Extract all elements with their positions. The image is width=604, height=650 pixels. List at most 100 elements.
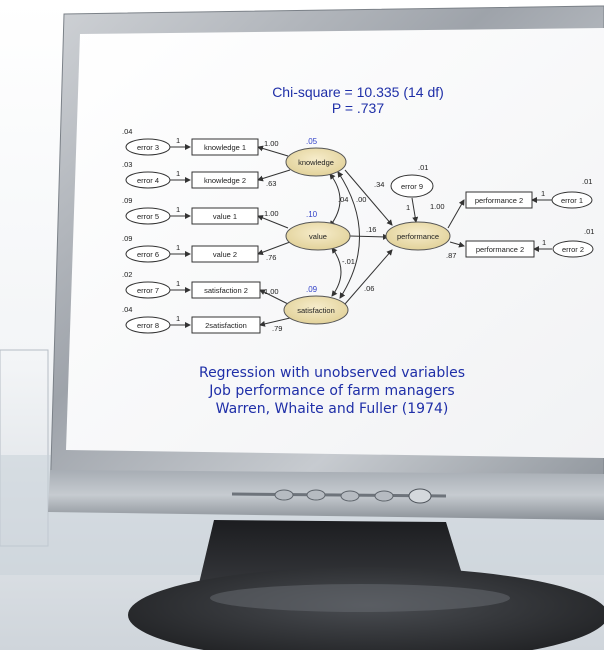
- observed-box-p2b: [465, 240, 535, 258]
- monitor-button[interactable]: [274, 489, 294, 501]
- error-oval-e7: [125, 281, 171, 299]
- latent-label-knowledge: knowledge: [298, 158, 334, 167]
- monitor-buttons: [274, 488, 432, 504]
- latent-oval-performance: [385, 221, 451, 251]
- observed-label-k1: knowledge 1: [204, 143, 246, 152]
- variance-e9: .01: [418, 163, 428, 172]
- path-label-knowledge-performance: .34: [374, 180, 384, 189]
- path-label-e9: 1: [406, 203, 410, 212]
- path-label-satisfaction-performance: .06: [364, 284, 374, 293]
- error-oval-e3: [125, 138, 171, 156]
- error-label-e7: error 7: [137, 286, 159, 295]
- observed-label-p2b: performance 2: [476, 245, 524, 254]
- path-knowledge-k2: [257, 169, 291, 182]
- path-label-k2: .63: [266, 179, 276, 188]
- observed-box-p2a: [465, 191, 533, 209]
- monitor-base-highlight: [210, 584, 510, 612]
- corr-value-satisfaction: [331, 247, 342, 297]
- path-label-value-performance: .16: [366, 225, 376, 234]
- observed-label-p2a: performance 2: [475, 196, 523, 205]
- path-satisfaction-s2b: [259, 317, 291, 327]
- observed-box-k1: [191, 138, 259, 156]
- error-label-e8: error 8: [137, 321, 159, 330]
- path-label-e5: 1: [176, 205, 180, 214]
- error-oval-e4: [125, 171, 171, 189]
- observed-label-k2: knowledge 2: [204, 176, 246, 185]
- path-knowledge-performance: [344, 169, 393, 226]
- observed-label-s2b: 2satisfaction: [205, 321, 247, 330]
- latent-label-performance: performance: [397, 232, 439, 241]
- error-label-e1: error 1: [561, 196, 583, 205]
- error-label-e5: error 5: [137, 212, 159, 221]
- path-label-e7: 1: [176, 279, 180, 288]
- power-button[interactable]: [408, 488, 432, 504]
- path-value-performance: [349, 233, 389, 240]
- path-label-p2a: 1.00: [430, 202, 445, 211]
- variance-e7: .02: [122, 270, 132, 279]
- path-performance-p2a: [447, 199, 465, 229]
- observed-box-s2b: [191, 316, 261, 334]
- error-oval-e8: [125, 316, 171, 334]
- observed-label-v2: value 2: [213, 250, 237, 259]
- error-oval-e9: [390, 174, 434, 198]
- error-label-e2: error 2: [562, 245, 584, 254]
- variance-e2: .01: [584, 227, 594, 236]
- error-label-e9: error 9: [401, 182, 423, 191]
- diagram-title: Chi-square = 10.335 (14 df): [272, 84, 444, 100]
- variance-satisfaction: .09: [306, 285, 318, 294]
- observed-box-v1: [191, 207, 259, 225]
- caption-line-1: Regression with unobserved variables: [199, 365, 465, 381]
- monitor-button[interactable]: [340, 490, 360, 502]
- latent-oval-knowledge: [285, 147, 347, 177]
- monitor-button[interactable]: [306, 489, 326, 501]
- corr-knowledge-satisfaction: [337, 171, 360, 299]
- path-label-v1: 1.00: [264, 209, 279, 218]
- path-label-s2: 1.00: [264, 287, 279, 296]
- diagram-p-value: P = .737: [332, 100, 385, 116]
- caption-line-3: Warren, Whaite and Fuller (1974): [216, 401, 449, 417]
- sem-diagram: Chi-square = 10.335 (14 df) P = .737: [122, 84, 594, 417]
- path-e9-performance: [411, 197, 419, 223]
- latent-label-value: value: [309, 232, 327, 241]
- error-oval-e1: [551, 191, 593, 209]
- observed-label-s2: satisfaction 2: [204, 286, 248, 295]
- monitor-button[interactable]: [374, 490, 394, 502]
- latent-label-satisfaction: satisfaction: [297, 306, 335, 315]
- variance-e4: .03: [122, 160, 132, 169]
- observed-box-s2: [191, 281, 261, 299]
- path-knowledge-k1: [257, 145, 289, 157]
- path-label-p2b: .87: [446, 251, 456, 260]
- path-label-e2: 1: [542, 238, 546, 247]
- error-oval-e5: [125, 207, 171, 225]
- error-oval-e2: [552, 240, 594, 258]
- error-label-e3: error 3: [137, 143, 159, 152]
- variance-e6: .09: [122, 234, 132, 243]
- path-value-v1: [257, 215, 289, 229]
- path-label-e8: 1: [176, 314, 180, 323]
- path-value-v2: [257, 241, 291, 256]
- variance-e3: .04: [122, 127, 132, 136]
- error-label-e4: error 4: [137, 176, 159, 185]
- observed-box-k2: [191, 171, 259, 189]
- observed-box-v2: [191, 245, 259, 263]
- variance-e5: .09: [122, 196, 132, 205]
- variance-knowledge: .05: [306, 137, 318, 146]
- corr-label-knowledge-satisfaction: .00: [356, 195, 366, 204]
- path-satisfaction-s2: [259, 289, 289, 305]
- path-label-e1: 1: [541, 189, 545, 198]
- path-label-e4: 1: [176, 169, 180, 178]
- corr-label-value-satisfaction: -.01: [342, 257, 355, 266]
- caption-line-2: Job performance of farm managers: [208, 383, 454, 399]
- latent-oval-value: [285, 221, 351, 251]
- path-label-e6: 1: [176, 243, 180, 252]
- path-label-s2b: .79: [272, 324, 282, 333]
- path-label-k1: 1.00: [264, 139, 279, 148]
- path-label-e3: 1: [176, 136, 180, 145]
- path-satisfaction-performance: [344, 249, 393, 305]
- path-performance-p2b: [449, 241, 465, 248]
- error-oval-e6: [125, 245, 171, 263]
- variance-e8: .04: [122, 305, 132, 314]
- variance-e1: .01: [582, 177, 592, 186]
- path-label-v2: .76: [266, 253, 276, 262]
